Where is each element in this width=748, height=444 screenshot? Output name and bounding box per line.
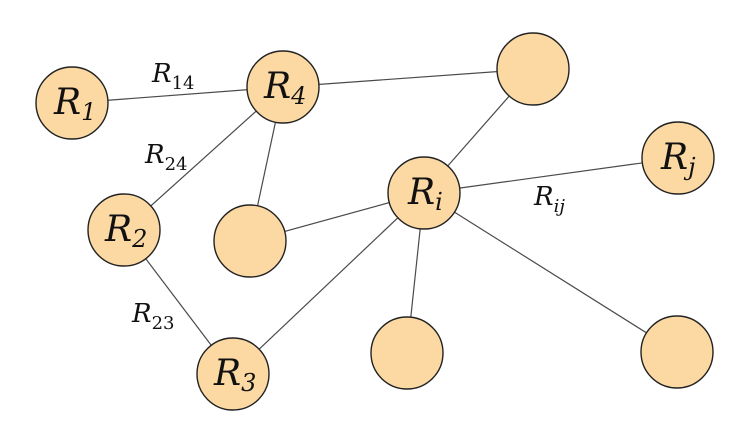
node-ri-label-sub: i — [435, 188, 443, 216]
node-r3-label: R3 — [213, 353, 256, 397]
edge-label-rij-sub: ij — [554, 196, 566, 217]
node-ri-label-main: R — [407, 172, 435, 213]
node-rj-label-main: R — [660, 137, 688, 178]
node-r1-label: R1 — [53, 82, 96, 126]
node-unlabeled-bottom-middle — [370, 316, 444, 390]
node-r2-circle — [87, 193, 161, 267]
edge-label-r14: R14 — [151, 59, 194, 94]
node-r2-label-main: R — [104, 209, 132, 250]
node-r4-label-main: R — [263, 66, 291, 107]
edge-labels: R14 R24 R23 Rij — [131, 59, 565, 334]
edge-label-r24-main: R — [144, 140, 165, 170]
node-unlabeled-bottom-right-circle — [640, 315, 714, 389]
node-r3: R3 — [196, 337, 270, 411]
node-r3-label-main: R — [213, 353, 241, 394]
node-r1-circle — [35, 66, 109, 140]
edge-ri-bottom-right — [423, 192, 678, 353]
node-ri-label: Ri — [407, 172, 443, 216]
node-unlabeled-top-right — [496, 32, 570, 106]
edge-ri-rj — [423, 157, 679, 194]
node-unlabeled-bottom-right — [640, 315, 714, 389]
node-r1: R1 — [35, 66, 109, 140]
node-unlabeled-left-middle-circle — [213, 204, 287, 278]
edge-label-r14-sub: 14 — [172, 73, 195, 94]
node-unlabeled-top-right-circle — [496, 32, 570, 106]
node-r4: R4 — [246, 50, 320, 124]
node-r4-label: R4 — [263, 66, 306, 110]
node-ri: Ri — [387, 156, 461, 230]
node-unlabeled-bottom-middle-circle — [370, 316, 444, 390]
edge-label-r23-sub: 23 — [152, 313, 175, 334]
edge-ri-r3 — [232, 192, 425, 375]
node-rj-label: Rj — [660, 137, 696, 181]
edge-label-r24: R24 — [144, 140, 187, 175]
edge-label-rij: Rij — [533, 182, 565, 217]
edge-label-r24-sub: 24 — [165, 154, 188, 175]
node-r1-label-main: R — [53, 82, 81, 123]
node-r1-label-sub: 1 — [81, 98, 96, 126]
node-r2: R2 — [87, 193, 161, 267]
edge-label-rij-main: R — [533, 182, 554, 212]
node-r3-circle — [196, 337, 270, 411]
node-rj-circle — [641, 121, 715, 195]
node-r3-label-sub: 3 — [241, 369, 256, 397]
node-rj: Rj — [641, 121, 715, 195]
edge-r4-top-right — [282, 68, 534, 88]
edge-label-r14-main: R — [151, 59, 172, 89]
node-r2-label: R2 — [104, 209, 147, 253]
node-unlabeled-left-middle — [213, 204, 287, 278]
edge-label-r23-main: R — [131, 299, 152, 329]
edge-label-r23: R23 — [131, 299, 174, 334]
node-r4-label-sub: 4 — [290, 82, 306, 110]
node-r4-circle — [246, 50, 320, 124]
node-ri-circle — [387, 156, 461, 230]
nodes: R1 R4 R2 Ri Rj R3 — [35, 32, 715, 411]
node-r2-label-sub: 2 — [131, 225, 147, 253]
